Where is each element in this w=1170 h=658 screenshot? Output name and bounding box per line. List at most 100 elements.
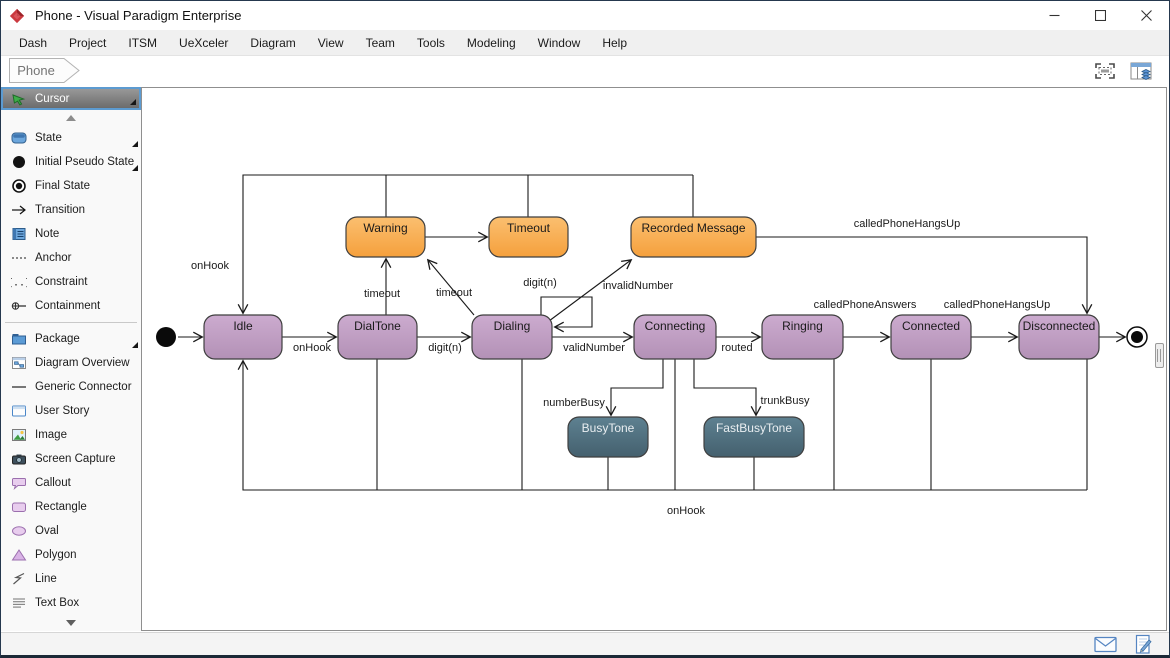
state-machine-diagram[interactable]: Idle DialTone Dialing Connecting Ringing Conn… [142, 88, 1166, 630]
tool-label: Transition [35, 204, 86, 216]
toolbox-scroll-up[interactable] [1, 110, 141, 126]
menu-modeling[interactable]: Modeling [466, 35, 516, 50]
transition-label-ringing-to-connected: calledPhoneAnswers [814, 299, 917, 311]
anchor-icon [10, 250, 27, 266]
state-connecting[interactable]: Connecting [633, 314, 717, 360]
tool-text-box[interactable]: Text Box [1, 591, 141, 615]
tool-label: Rectangle [35, 501, 87, 513]
state-name: Warning [363, 221, 407, 235]
transition-onhook-bottom-to-idle[interactable] [237, 359, 1087, 491]
cursor-icon [10, 91, 27, 107]
tool-user-story[interactable]: User Story [1, 399, 141, 423]
panel-layout-icon[interactable] [1127, 58, 1155, 84]
message-icon[interactable] [1094, 636, 1118, 653]
state-recorded-message[interactable]: Recorded Message [630, 216, 757, 258]
final-state-icon [10, 178, 27, 194]
menu-view[interactable]: View [317, 35, 344, 50]
tool-polygon[interactable]: Polygon [1, 543, 141, 567]
state-connected[interactable]: Connected [890, 314, 972, 360]
fit-to-window-icon[interactable] [1091, 58, 1119, 84]
tool-constraint[interactable]: {..}Constraint [1, 270, 141, 294]
edit-note-icon[interactable] [1134, 634, 1153, 655]
menu-uexceler[interactable]: UeXceler [179, 35, 229, 50]
line-icon [10, 571, 27, 587]
transition-label-connected-to-disconnected: calledPhoneHangsUp [944, 299, 1050, 311]
transition-label-onhook-top-to-idle: onHook [191, 260, 229, 272]
state-dialing[interactable]: Dialing [471, 314, 553, 360]
header-toolbar [1091, 58, 1155, 84]
tool-rectangle[interactable]: Rectangle [1, 495, 141, 519]
tool-generic-connector[interactable]: Generic Connector [1, 375, 141, 399]
state-timeout[interactable]: Timeout [488, 216, 569, 258]
state-name: Disconnected [1023, 319, 1096, 333]
text-box-icon [10, 595, 27, 611]
transition-onhook-top-to-idle[interactable] [237, 174, 693, 315]
transition-dialing-to-recorded-message[interactable] [548, 258, 633, 322]
toolbox-scroll-down[interactable] [1, 615, 141, 631]
triangle-up-icon [66, 115, 76, 121]
menu-window[interactable]: Window [537, 35, 581, 50]
tool-label: State [35, 132, 62, 144]
close-button[interactable] [1123, 1, 1169, 30]
final-state-node[interactable] [1126, 326, 1148, 348]
tool-state[interactable]: State [1, 126, 141, 150]
menu-diagram[interactable]: Diagram [250, 35, 296, 50]
tool-diagram-overview[interactable]: Diagram Overview [1, 351, 141, 375]
tool-initial-pseudo-state[interactable]: Initial Pseudo State [1, 150, 141, 174]
initial-pseudo-state-node[interactable] [156, 327, 176, 347]
transition-label-dialtone-to-warning: timeout [364, 288, 400, 300]
tool-oval[interactable]: Oval [1, 519, 141, 543]
state-name: Idle [233, 319, 253, 333]
maximize-button[interactable] [1077, 1, 1123, 30]
menu-tools[interactable]: Tools [416, 35, 445, 50]
tool-label: Line [35, 573, 57, 585]
status-bar [1, 632, 1169, 655]
state-ringing[interactable]: Ringing [761, 314, 844, 360]
state-busytone[interactable]: BusyTone [567, 416, 649, 458]
diagram-overview-icon [10, 355, 27, 371]
menu-team[interactable]: Team [365, 35, 395, 50]
transition-dialing-to-warning[interactable] [426, 258, 475, 316]
breadcrumb[interactable]: Phone [9, 58, 81, 83]
tool-transition[interactable]: Transition [1, 198, 141, 222]
state-disconnected[interactable]: Disconnected [1018, 314, 1100, 360]
transition-dialing-self-loop[interactable] [540, 296, 593, 333]
state-name: Recorded Message [641, 221, 745, 235]
tool-final-state[interactable]: Final State [1, 174, 141, 198]
constraint-icon: {..} [10, 274, 27, 290]
visual-paradigm-logo-icon [9, 8, 25, 24]
transition-connecting-to-fastbusytone[interactable] [693, 359, 762, 417]
tool-anchor[interactable]: Anchor [1, 246, 141, 270]
tool-package[interactable]: Package [1, 327, 141, 351]
state-idle[interactable]: Idle [203, 314, 283, 360]
tool-screen-capture[interactable]: Screen Capture [1, 447, 141, 471]
tool-cursor[interactable]: Cursor [1, 87, 141, 110]
tool-label: Cursor [35, 92, 70, 105]
vertical-scrollbar-thumb[interactable] [1155, 343, 1164, 368]
menu-itsm[interactable]: ITSM [128, 35, 158, 50]
transition-connecting-to-busytone[interactable] [605, 359, 664, 417]
tool-containment[interactable]: Containment [1, 294, 141, 318]
state-warning[interactable]: Warning [345, 216, 426, 258]
triangle-down-icon [66, 620, 76, 626]
transition-recorded-message-to-disconnected[interactable] [756, 236, 1093, 315]
transition-label-connecting-to-fastbusytone: trunkBusy [761, 395, 810, 407]
state-name: BusyTone [582, 421, 635, 435]
diagram-canvas[interactable]: Idle DialTone Dialing Connecting Ringing Conn… [141, 87, 1167, 631]
menu-project[interactable]: Project [69, 35, 107, 50]
package-icon [10, 331, 27, 347]
minimize-button[interactable] [1031, 1, 1077, 30]
tool-label: Initial Pseudo State [35, 156, 135, 168]
menu-help[interactable]: Help [602, 35, 627, 50]
transition-label-dialing-to-recorded-message: invalidNumber [603, 280, 674, 292]
tool-line[interactable]: Line [1, 567, 141, 591]
tool-note[interactable]: Note [1, 222, 141, 246]
transition-label-onhook-bottom-to-idle: onHook [667, 505, 705, 517]
tool-label: Oval [35, 525, 59, 537]
tool-image[interactable]: Image [1, 423, 141, 447]
state-dialtone[interactable]: DialTone [337, 314, 418, 360]
transition-label-dialing-to-warning: timeout [436, 287, 472, 299]
tool-callout[interactable]: Callout [1, 471, 141, 495]
menu-dash[interactable]: Dash [19, 35, 48, 50]
state-fastbusytone[interactable]: FastBusyTone [703, 416, 805, 458]
